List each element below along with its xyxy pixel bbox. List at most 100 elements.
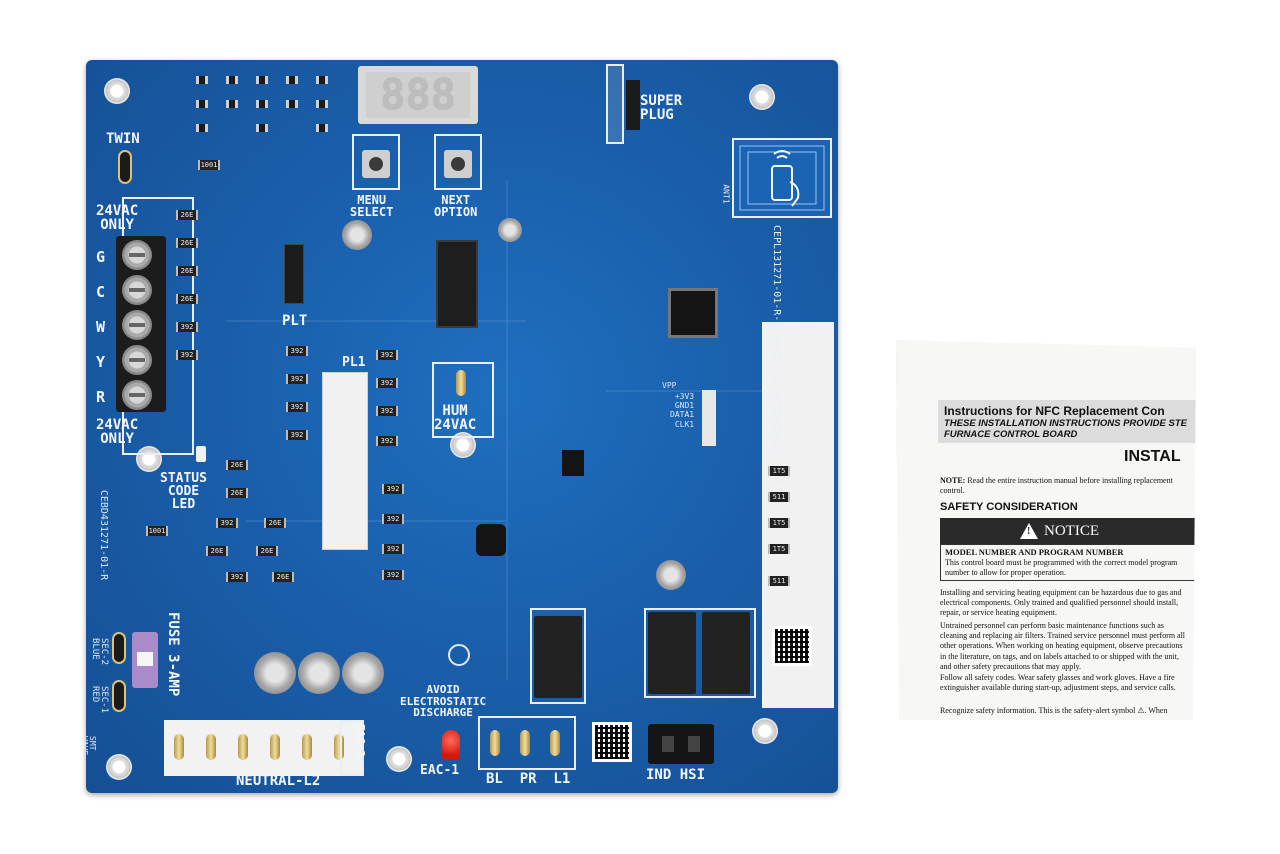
neutral-terminal[interactable] xyxy=(174,734,184,760)
note-label: NOTE: xyxy=(940,476,966,485)
neutral-terminal[interactable] xyxy=(334,734,344,760)
part-number-left: CEBD431271-01-R xyxy=(98,489,110,581)
note-paragraph: NOTE: Read the entire instruction manual… xyxy=(940,476,1190,496)
capacitor xyxy=(498,218,522,242)
mounting-hole xyxy=(749,84,775,110)
neutral-label: NEUTRAL-L2 xyxy=(236,773,321,789)
sheet-subtitle-1: THESE INSTALLATION INSTRUCTIONS PROVIDE … xyxy=(944,418,1187,429)
notice-box: MODEL NUMBER AND PROGRAM NUMBER This con… xyxy=(940,544,1196,581)
pl1-label: PL1 xyxy=(342,355,366,370)
inductor xyxy=(476,524,506,556)
phone-tap-icon xyxy=(739,145,825,211)
notice-text: This control board must be programmed wi… xyxy=(945,558,1178,577)
pl6-pin-labels: +3V3 GND1 DATA1 CLK1 xyxy=(670,392,695,429)
eac2-frame xyxy=(340,720,364,776)
neutral-terminal[interactable] xyxy=(238,734,248,760)
sheet-title: Instructions for NFC Replacement Con xyxy=(944,404,1165,418)
fuse[interactable] xyxy=(132,632,158,688)
terminal-label-w: W xyxy=(96,318,106,336)
safety-paragraph-3: Follow all safety codes. Wear safety gla… xyxy=(940,673,1176,693)
next-option-label: NEXT OPTION xyxy=(434,193,478,219)
relay-k5 xyxy=(702,612,750,694)
esd-icon xyxy=(448,644,470,666)
trace xyxy=(246,520,506,522)
capacitor xyxy=(298,652,340,694)
fuse-label: FUSE 3-AMP xyxy=(165,612,181,697)
sec1-label: SEC-1 RED xyxy=(90,686,109,714)
super-plug-connector[interactable] xyxy=(626,80,640,130)
sec2-terminal[interactable] xyxy=(112,632,126,664)
pl6-header[interactable] xyxy=(702,390,716,446)
ind-hsi-label: IND HSI xyxy=(646,767,706,783)
safety-paragraph-4: Recognize safety information. This is th… xyxy=(940,706,1168,715)
bl-terminal[interactable] xyxy=(490,730,500,756)
screw-terminal-r[interactable] xyxy=(122,380,152,410)
hum-terminal[interactable] xyxy=(456,370,466,396)
smt-wave-label: SMT WAVE xyxy=(86,736,97,756)
safety-paragraph-2: Untrained personnel can perform basic ma… xyxy=(940,621,1186,671)
hum-frame xyxy=(432,362,494,438)
bl-pr-l1-label: BL PR L1 xyxy=(486,771,571,787)
next-option-button[interactable] xyxy=(444,150,472,178)
twin-terminal xyxy=(118,150,132,184)
furnace-control-board: TWIN 24VAC ONLY 24VAC ONLY G C W Y R CEB… xyxy=(86,60,838,793)
microcontroller-chip xyxy=(668,288,718,338)
notice-banner: NOTICE xyxy=(940,518,1196,544)
pr-terminal[interactable] xyxy=(520,730,530,756)
terminal-label-c: C xyxy=(96,283,106,301)
screw-terminal-c[interactable] xyxy=(122,275,152,305)
status-display: 888 xyxy=(358,66,478,124)
neutral-terminal[interactable] xyxy=(302,734,312,760)
screw-terminal-g[interactable] xyxy=(122,240,152,270)
status-code-led-label: STATUS CODE LED xyxy=(160,471,207,512)
relay-frame xyxy=(644,608,756,698)
sheet-subtitle-2: FURNACE CONTROL BOARD xyxy=(944,429,1078,441)
sec1-terminal[interactable] xyxy=(112,680,126,712)
relay-k3 xyxy=(648,612,696,694)
capacitor xyxy=(342,220,372,250)
plt-connector[interactable] xyxy=(284,244,304,304)
capacitor xyxy=(342,652,384,694)
safety-heading: SAFETY CONSIDERATION xyxy=(940,501,1078,513)
transistor xyxy=(562,450,584,476)
terminal-label-g: G xyxy=(96,248,106,266)
sheet-title-bar: Instructions for NFC Replacement Con THE… xyxy=(938,400,1196,443)
menu-select-frame xyxy=(352,134,400,190)
menu-select-label: MENU SELECT xyxy=(350,193,394,219)
menu-select-button[interactable] xyxy=(362,150,390,178)
supply-label-bottom: 24VAC ONLY xyxy=(96,417,139,447)
ant1-label: ANT1 xyxy=(721,184,731,204)
eac1-led xyxy=(442,730,460,760)
vpp-label: VPP xyxy=(662,381,677,390)
bl-pr-l1-frame xyxy=(478,716,576,770)
eac2-label: EAC-2 xyxy=(354,724,367,758)
thermostat-terminal-block xyxy=(116,236,166,412)
super-plug-slot xyxy=(606,64,624,144)
display-digits: 888 xyxy=(380,70,456,119)
capacitor xyxy=(656,560,686,590)
nfc-antenna-area xyxy=(732,138,832,218)
mounting-hole xyxy=(104,78,130,104)
next-option-frame xyxy=(434,134,482,190)
relay-k1 xyxy=(534,616,582,698)
warning-triangle-icon xyxy=(1020,523,1038,539)
mounting-hole xyxy=(386,746,412,772)
ind-hsi-connector[interactable] xyxy=(648,724,714,764)
notice-label: NOTICE xyxy=(1044,522,1099,539)
instruction-sheet: Instructions for NFC Replacement Con THE… xyxy=(896,340,1196,720)
l1-terminal[interactable] xyxy=(550,730,560,756)
screw-terminal-y[interactable] xyxy=(122,345,152,375)
mounting-hole xyxy=(752,718,778,744)
screw-terminal-w[interactable] xyxy=(122,310,152,340)
neutral-terminal[interactable] xyxy=(206,734,216,760)
mounting-hole xyxy=(136,446,162,472)
avoid-esd-label: AVOID ELECTROSTATIC DISCHARGE xyxy=(400,683,487,720)
neutral-terminal[interactable] xyxy=(270,734,280,760)
qr-code-small xyxy=(592,722,632,762)
status-led xyxy=(196,446,206,462)
pl1-connector[interactable] xyxy=(322,372,368,550)
note-text: Read the entire instruction manual befor… xyxy=(940,476,1173,495)
mounting-hole xyxy=(106,754,132,780)
qr-code xyxy=(772,626,812,666)
install-heading: INSTAL xyxy=(1124,448,1181,465)
